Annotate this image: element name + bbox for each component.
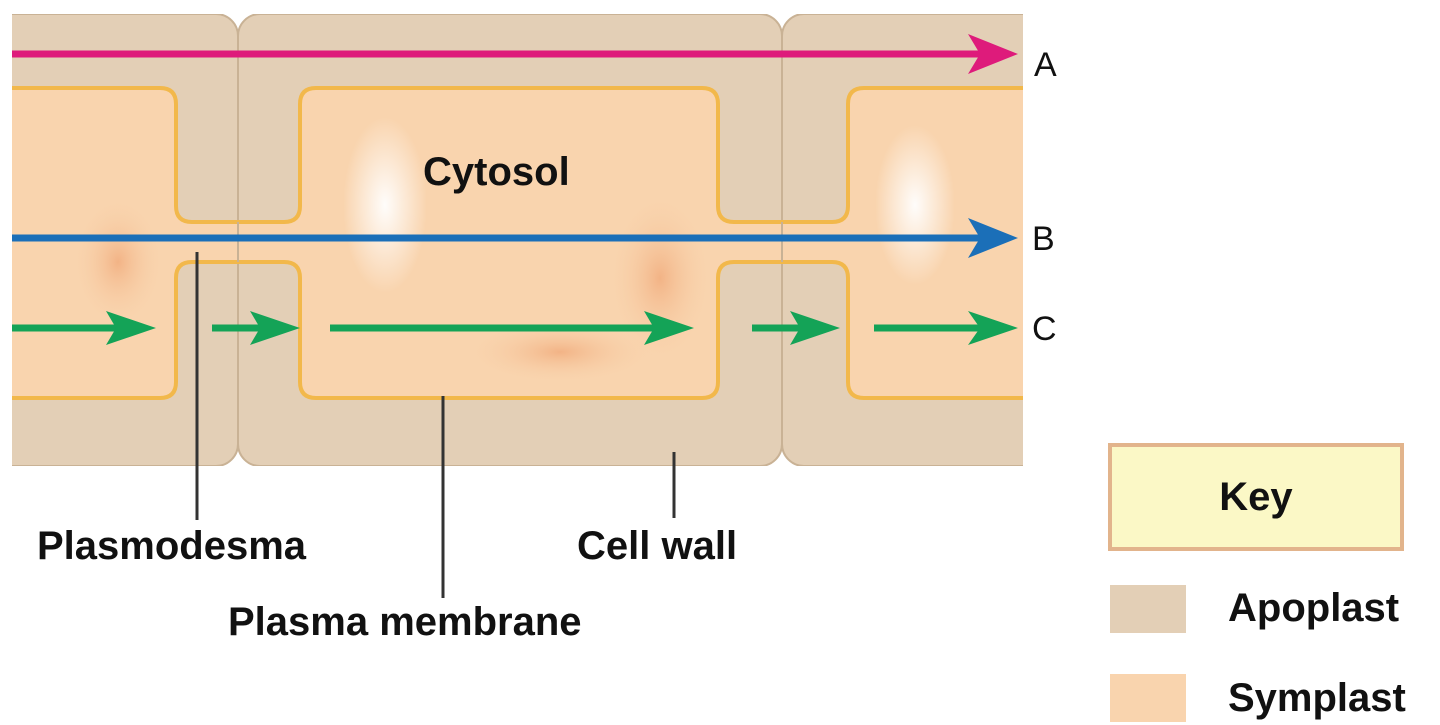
cytoplasm-shading [465,320,655,384]
cell-wall-label: Cell wall [577,524,738,568]
route-a-label: A [1034,46,1057,84]
cytosol-label: Cytosol [423,150,570,194]
route-a-arrowhead [968,34,1018,74]
cytoplasm-shading [343,117,427,293]
key-symplast-swatch [1110,674,1186,722]
key-title: Key [1219,474,1293,519]
symplast-region [12,86,1023,400]
plasmodesma-label: Plasmodesma [37,524,307,568]
cytoplasm-shading [72,196,164,328]
route-b-arrowhead [968,218,1018,258]
key-apoplast-label: Apoplast [1228,586,1400,630]
cytoplasm-shading [875,125,955,285]
key-symplast-label: Symplast [1228,676,1406,720]
key-box: Key [1108,443,1404,551]
plasma-membrane-label: Plasma membrane [228,600,582,644]
route-c-arrows [12,311,1018,345]
route-c-label: C [1032,310,1057,348]
route-b-label: B [1032,220,1055,258]
key-apoplast-swatch [1110,585,1186,633]
